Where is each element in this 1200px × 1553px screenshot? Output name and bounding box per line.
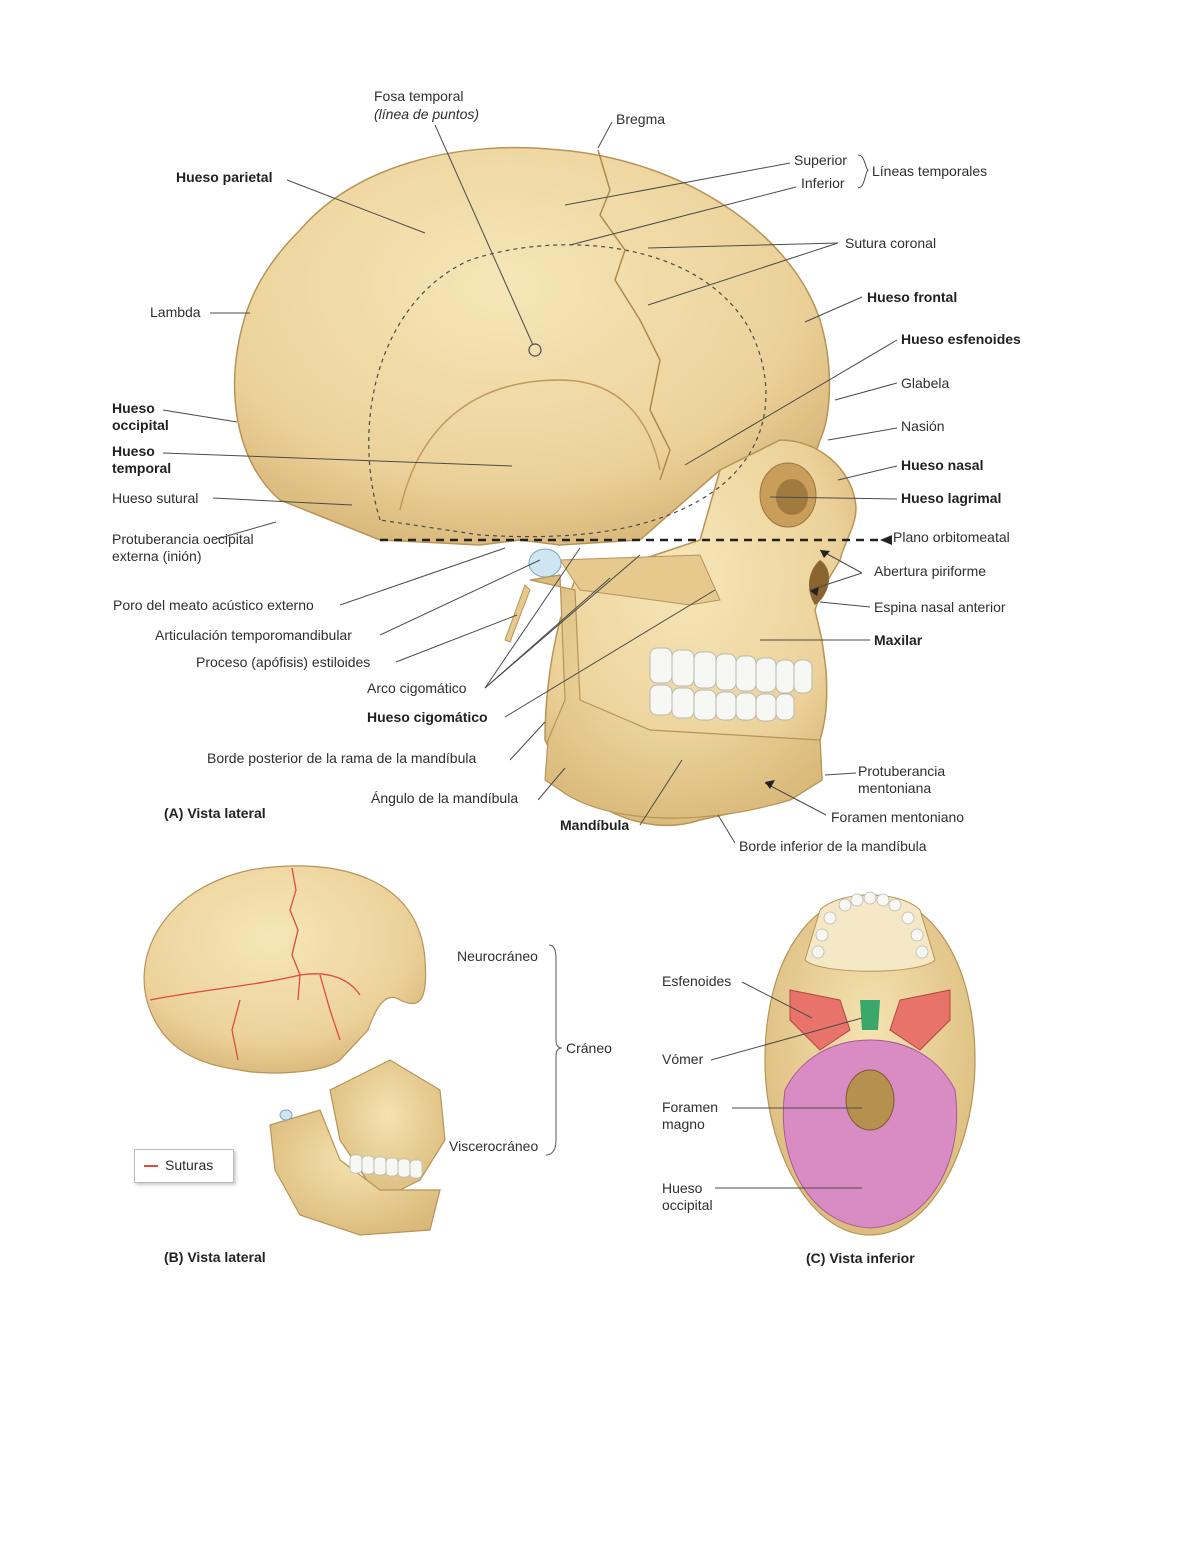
- label-inferior: Inferior: [801, 175, 845, 191]
- caption-a: (A) Vista lateral: [164, 805, 266, 821]
- label-proceso-estiloides: Proceso (apófisis) estiloides: [196, 654, 371, 670]
- caption-b: (B) Vista lateral: [164, 1249, 266, 1265]
- label-viscerocraneo: Viscerocráneo: [449, 1138, 539, 1154]
- label-lineas-temporales: Líneas temporales: [872, 163, 988, 179]
- label-angulo-mandibula: Ángulo de la mandíbula: [371, 790, 519, 806]
- caption-c: (C) Vista inferior: [806, 1250, 915, 1266]
- label-bregma: Bregma: [616, 111, 666, 127]
- label-esfenoides: Esfenoides: [662, 973, 732, 989]
- skull-lateral-a: [162, 121, 898, 844]
- label-maxilar: Maxilar: [874, 632, 923, 648]
- label-hueso-frontal: Hueso frontal: [867, 289, 958, 305]
- label-articulacion-tm: Articulación temporomandibular: [155, 627, 352, 643]
- suturas-legend: Suturas: [134, 1149, 234, 1183]
- suture-line-swatch: [144, 1165, 158, 1167]
- label-protuberancia-mentoniana: Protuberancia mentoniana: [858, 763, 946, 796]
- label-protuberancia-occipital: Protuberancia occipital externa (inión): [112, 531, 254, 564]
- label-fosa-temporal-note: (línea de puntos): [374, 106, 480, 122]
- label-hueso-cigomatico: Hueso cigomático: [367, 709, 488, 725]
- label-hueso-parietal: Hueso parietal: [176, 169, 273, 185]
- skull-lateral-b: [143, 865, 563, 1236]
- label-hueso-occipital: Hueso occipital: [112, 400, 169, 433]
- label-craneo: Cráneo: [566, 1040, 612, 1056]
- label-mandibula: Mandíbula: [560, 817, 630, 833]
- label-hueso-occipital-c: Hueso occipital: [662, 1180, 713, 1213]
- label-hueso-esfenoides: Hueso esfenoides: [901, 331, 1021, 347]
- label-arco-cigomatico: Arco cigomático: [367, 680, 467, 696]
- label-poro-meato: Poro del meato acústico externo: [113, 597, 314, 613]
- label-hueso-lagrimal: Hueso lagrimal: [901, 490, 1002, 506]
- label-borde-posterior: Borde posterior de la rama de la mandíbu…: [207, 750, 477, 766]
- label-plano-orbitomeatal: Plano orbitomeatal: [893, 529, 1010, 545]
- label-superior: Superior: [794, 152, 847, 168]
- label-neurocraneo: Neurocráneo: [457, 948, 538, 964]
- skull-inferior-c: [710, 891, 976, 1236]
- label-hueso-nasal: Hueso nasal: [901, 457, 984, 473]
- label-espina-nasal: Espina nasal anterior: [874, 599, 1006, 615]
- label-hueso-temporal: Hueso temporal: [112, 443, 172, 476]
- label-lambda: Lambda: [150, 304, 201, 320]
- label-hueso-sutural: Hueso sutural: [112, 490, 199, 506]
- label-nasion: Nasión: [901, 418, 945, 434]
- label-foramen-mentoniano: Foramen mentoniano: [831, 809, 965, 825]
- label-borde-inferior: Borde inferior de la mandíbula: [739, 838, 927, 854]
- label-abertura-piriforme: Abertura piriforme: [874, 563, 987, 579]
- label-sutura-coronal: Sutura coronal: [845, 235, 937, 251]
- label-glabela: Glabela: [901, 375, 950, 391]
- label-fosa-temporal: Fosa temporal: [374, 88, 464, 104]
- legend-suturas-label: Suturas: [165, 1157, 214, 1173]
- label-vomer: Vómer: [662, 1051, 704, 1067]
- label-foramen-magno: Foramen magno: [662, 1099, 719, 1132]
